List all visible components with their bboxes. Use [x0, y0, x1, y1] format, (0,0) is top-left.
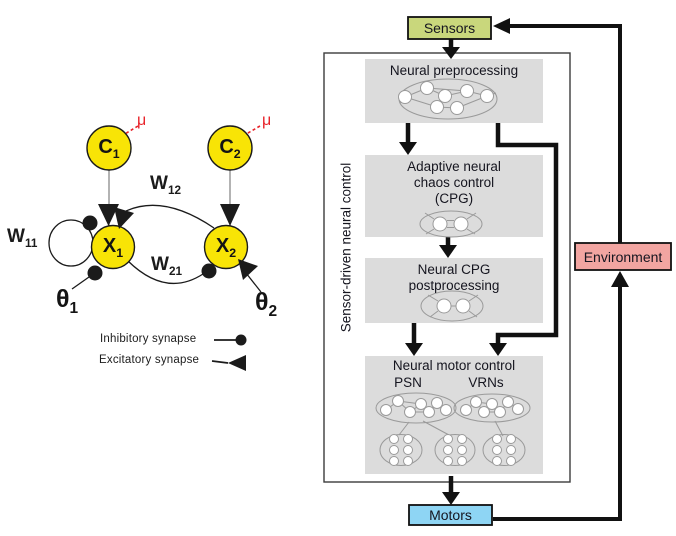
vrns-label: VRNs: [468, 375, 504, 390]
cpg-postprocessing-title: Neural CPG postprocessing: [408, 262, 500, 293]
environment-label: Environment: [583, 248, 663, 265]
arrow-sensors-to-preprocessing: [442, 47, 460, 59]
neuron-x2-label: X2: [215, 235, 237, 260]
w12-connection: [125, 204, 215, 229]
arrow-motor-to-motors: [442, 492, 460, 505]
excitatory-triangle-c2: [220, 204, 240, 226]
preprocessing-network: [398, 78, 498, 120]
w12-label: W12: [150, 173, 182, 197]
arrowhead-bypass: [489, 343, 507, 356]
inhibitory-dot-theta1: [87, 265, 103, 281]
block-cpg-postprocessing: [365, 258, 543, 323]
neuron-c2: [207, 125, 253, 171]
left-neural-circuit: [48, 125, 262, 371]
arrowhead-into-sensors: [493, 18, 510, 34]
motors-box: [408, 504, 493, 526]
psn-label: PSN: [394, 375, 422, 390]
legend-excitatory-label: Excitatory synapse: [99, 354, 200, 366]
w21-connection: [127, 260, 204, 285]
inhibitory-dot-w21: [201, 263, 217, 279]
environment-box: [574, 242, 672, 271]
frame-label: Sensor-driven neural control: [338, 162, 354, 333]
cpg-subtitle: (CPG): [434, 190, 474, 206]
motor-neuron-pools: [379, 420, 526, 466]
arrow-cpg-to-postprocessing: [439, 245, 457, 258]
postprocessing-network: [420, 290, 484, 322]
legend-inhibitory-label: Inhibitory synapse: [100, 333, 197, 345]
cpg-network: [419, 210, 483, 238]
arrow-preprocessing-to-cpg: [399, 142, 417, 155]
neural-preprocessing-title: Neural preprocessing: [389, 63, 519, 78]
arrowhead-into-environment: [611, 271, 629, 287]
right-control-architecture: [323, 16, 672, 526]
motors-label: Motors: [429, 507, 472, 523]
inhibitory-dot-w11: [82, 215, 98, 231]
neuron-c2-label: C2: [219, 136, 241, 161]
legend-inhibitory-symbol: [214, 334, 247, 346]
w11-label: W11: [7, 226, 38, 250]
w21-label: W21: [151, 254, 183, 278]
excitatory-triangle-theta2: [238, 259, 258, 280]
neuron-x1-label: X1: [102, 235, 124, 260]
mu2-label: μ: [262, 112, 272, 129]
arrow-postprocessing-to-motor: [405, 343, 423, 356]
psn-network: [375, 392, 457, 424]
neuron-x2: [203, 224, 249, 270]
feedback-loop-lines: [493, 18, 629, 521]
neuron-c1-label: C1: [98, 136, 120, 161]
theta1-label: θ1: [56, 285, 79, 317]
theta2-connection: [245, 272, 262, 293]
adaptive-chaos-control-title-group: Adaptive neural chaos control (CPG): [365, 159, 543, 206]
mu1-label: μ: [137, 112, 147, 129]
sensors-box: [407, 16, 492, 40]
theta1-connection: [71, 276, 90, 290]
sensory-bypass-line: [489, 123, 559, 356]
sensors-label: Sensors: [423, 20, 476, 36]
legend-excitatory-symbol: [211, 355, 246, 371]
excitatory-triangle-c1: [98, 204, 119, 226]
adaptive-chaos-control-title: Adaptive neural chaos control: [407, 159, 501, 190]
neural-motor-control-title: Neural motor control: [392, 358, 516, 373]
neuron-c1: [86, 125, 132, 171]
vrn-network: [453, 393, 531, 423]
neuron-x1: [90, 224, 136, 270]
theta2-label: θ2: [255, 288, 278, 320]
flow-arrows: [399, 39, 460, 505]
excitatory-triangle-w12: [114, 207, 134, 229]
